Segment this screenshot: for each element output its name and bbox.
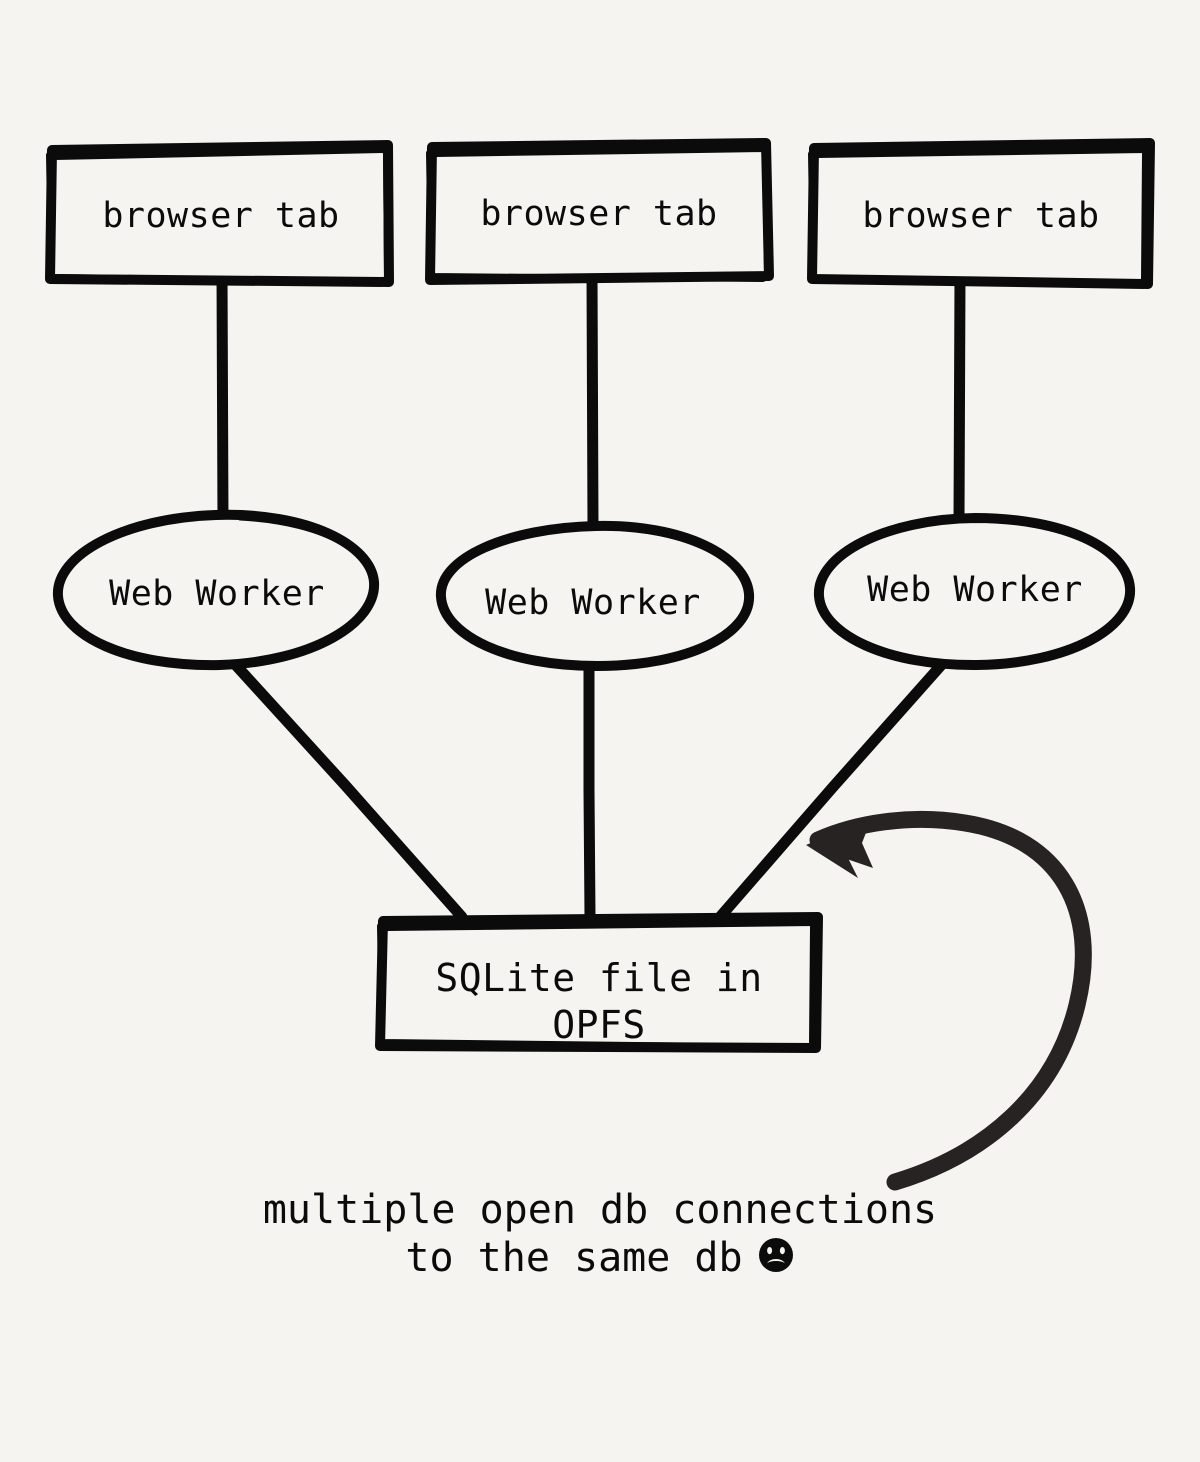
- frowning-face-icon: [757, 1236, 795, 1285]
- web-worker-ellipses: [52, 509, 1136, 671]
- annotation-caption: multiple open db connections to the same…: [0, 1186, 1200, 1285]
- connector-group: [216, 266, 966, 923]
- annotation-line-2: to the same db: [405, 1235, 743, 1281]
- browser-tab-boxes: [45, 138, 1155, 289]
- web-worker-ellipse-1[interactable]: [52, 509, 380, 671]
- edge-tab3-worker3: [953, 270, 966, 526]
- edge-worker1-store: [227, 656, 468, 923]
- web-worker-ellipse-2[interactable]: [435, 520, 755, 671]
- browser-tab-box-2[interactable]: [425, 138, 774, 285]
- annotation-curved-arrow: [806, 811, 1092, 1191]
- browser-tab-box-1[interactable]: [45, 140, 394, 287]
- web-worker-ellipse-3[interactable]: [813, 513, 1136, 671]
- annotation-line-1: multiple open db connections: [262, 1187, 938, 1233]
- edge-tab1-worker1: [216, 266, 229, 530]
- edge-worker2-store: [583, 658, 596, 923]
- browser-tab-box-3[interactable]: [807, 138, 1155, 289]
- sqlite-opfs-box[interactable]: [375, 912, 823, 1053]
- edge-worker3-store: [714, 656, 950, 923]
- edge-tab2-worker2: [586, 268, 599, 534]
